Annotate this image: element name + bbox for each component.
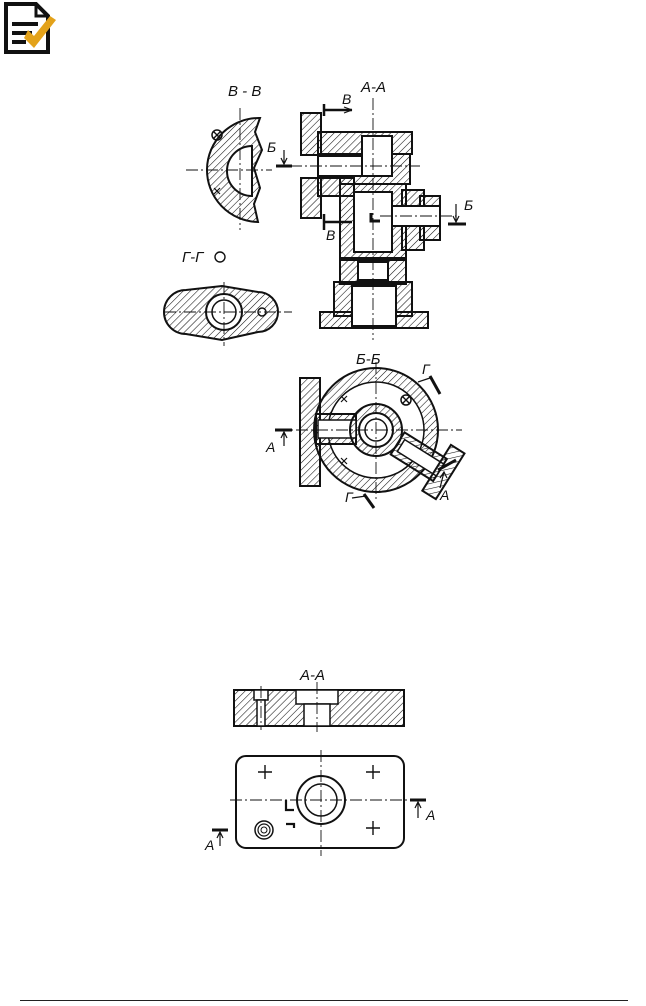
cut-label-g-bottom: Г <box>345 489 353 505</box>
technical-drawing-valve-body <box>163 98 466 509</box>
plate-cut-label-right: А <box>426 807 436 823</box>
technical-drawing-plate <box>0 660 646 860</box>
section-bb-view <box>275 362 466 509</box>
cut-label-b-left: Б <box>267 139 277 155</box>
cut-label-g-top: Г <box>422 361 430 377</box>
document-check-icon <box>2 2 58 56</box>
plate-cut-label-left: А <box>205 837 215 853</box>
cut-label-a-right: А <box>440 487 450 503</box>
section-bb-title: Б-Б <box>356 351 381 368</box>
section-vv-view <box>186 108 272 230</box>
plate-section-title: А-А <box>300 667 326 684</box>
section-aa-title: А-А <box>361 79 387 96</box>
section-gg-title: Г-Г <box>182 249 204 266</box>
cut-label-v-bottom: В <box>326 227 336 243</box>
cut-label-v-top: В <box>342 91 352 107</box>
section-vv-title: В - В <box>228 83 262 100</box>
cut-label-b-right: Б <box>464 197 474 213</box>
plate-plan-view <box>212 750 426 856</box>
footer-divider <box>20 1000 628 1001</box>
plate-section-view <box>233 682 405 732</box>
section-gg-view <box>163 251 292 346</box>
section-aa-view <box>276 98 466 340</box>
cut-label-a-left: А <box>266 439 276 455</box>
